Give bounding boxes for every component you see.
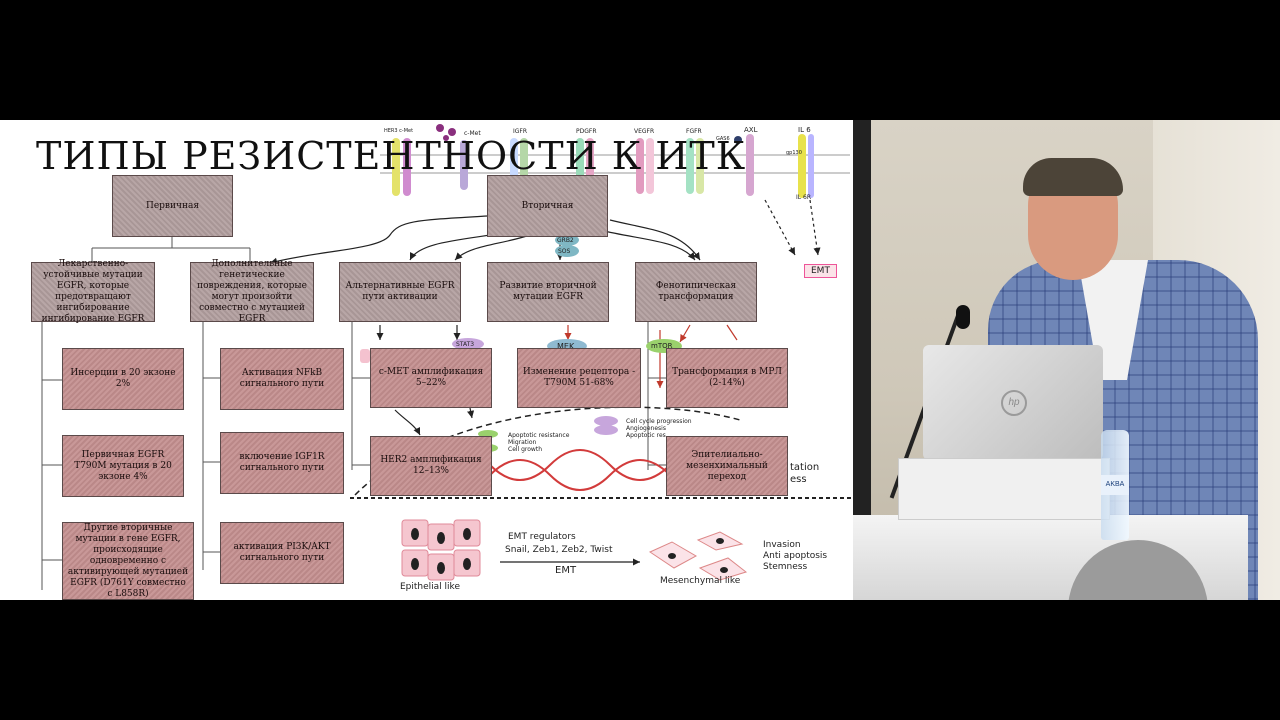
epithelial-cells — [401, 519, 481, 581]
mesenchymal-cells — [648, 531, 748, 581]
invasion-label: Invasion — [763, 540, 801, 550]
box-additional-lesions: Дополнительные генетические повреждения,… — [190, 259, 314, 324]
microphone — [956, 305, 970, 329]
mek-label: MEK — [557, 342, 575, 351]
box-sclc: Трансформация в МРЛ (2-14%) — [666, 348, 788, 408]
box-igf1r: включение IGF1R сигнального пути — [220, 432, 344, 494]
emt-regulators-list: Snail, Zeb1, Zeb2, Twist — [505, 545, 613, 555]
sos-label: SOS — [558, 248, 571, 255]
bottle-label: AKBA — [1101, 475, 1129, 495]
laptop-logo: hp — [1001, 390, 1027, 416]
box-cmet: c-MET амплификация 5–22% — [370, 348, 492, 408]
speaker-hair — [1023, 158, 1123, 196]
emt-regulators-label: EMT regulators — [508, 532, 576, 542]
receptor-label-il6: IL 6 — [798, 126, 811, 134]
diagram-connectors — [41, 124, 853, 590]
dna-helix — [489, 449, 671, 491]
anti-apoptosis-label: Anti apoptosis — [763, 551, 828, 561]
tree-lines — [41, 237, 666, 590]
cell-membrane — [380, 154, 850, 174]
angiogenesis-label: Angiogenesis — [626, 425, 666, 432]
grb2-label: GRB2 — [557, 237, 574, 244]
box-other-mutations: Другие вторичные мутации в гене EGFR, пр… — [62, 522, 194, 600]
gp130-label: gp130 — [786, 150, 802, 156]
epithelial-label: Epithelial like — [400, 582, 460, 592]
migration-label: Migration — [508, 439, 537, 446]
emt-badge: EMT — [804, 264, 837, 278]
receptor-label-gas6: GAS6 — [716, 136, 730, 142]
secondary-arrows — [269, 199, 821, 436]
growth-label: Cell growth — [508, 446, 542, 453]
receptor-label-fgfr: FGFR — [686, 128, 702, 135]
il6r-label: IL 6R — [796, 194, 812, 201]
tation-label: tation — [790, 462, 820, 473]
box-her2: HER2 амплификация 12–13% — [370, 436, 492, 496]
receptor-label-axl: AXL — [744, 126, 758, 134]
box-exon20-insertions: Инсерции в 20 экзоне 2% — [62, 348, 184, 410]
water-bottle: AKBA — [1101, 430, 1129, 540]
apoptotic2-label: Apoptotic res — [626, 432, 666, 439]
apoptotic-label: Apoptotic resistance — [508, 432, 570, 439]
box-secondary-mutation: Развитие вторичной мутации EGFR — [487, 262, 609, 322]
box-nfkb: Активация NFkB сигнального пути — [220, 348, 344, 410]
stat3-label: STAT3 — [456, 341, 475, 348]
box-primary: Первичная — [112, 175, 233, 237]
podium-stand — [898, 458, 1110, 520]
progression-label: Cell cycle progression — [626, 418, 692, 425]
receptor-label-igfr: IGFR — [513, 128, 528, 135]
slide-title: ТИПЫ РЕЗИСТЕНТНОСТИ К ИТК — [36, 134, 747, 178]
box-phenotypic-transformation: Фенотипическая трансформация — [635, 262, 757, 322]
receptor-label-pdgfr: PDGFR — [576, 128, 597, 135]
laptop-lid: hp — [923, 345, 1103, 460]
screen-edge — [853, 120, 871, 600]
ess-label: ess — [790, 474, 807, 485]
box-secondary: Вторичная — [487, 175, 608, 237]
receptor-label-vegfr: VEGFR — [634, 128, 655, 135]
speaker-video: hp AKBA — [853, 120, 1280, 600]
mesenchymal-label: Mesenchymal like — [660, 576, 741, 586]
box-t790m: Изменение рецептора - T790M 51-68% — [517, 348, 641, 408]
box-emt: Эпителиально-мезенхимальный переход — [666, 436, 788, 496]
box-alt-pathways: Альтернативные EGFR пути активации — [339, 262, 461, 322]
receptor-label-her3: HER3 c-Met — [384, 128, 414, 134]
presentation-slide: ТИПЫ РЕЗИСТЕНТНОСТИ К ИТК HER3 c-Met c-M… — [0, 120, 853, 600]
box-pi3k: активация PI3K/AKT сигнального пути — [220, 522, 344, 584]
signal-pills — [360, 234, 682, 452]
box-primary-t790m: Первичная EGFR T790M мутация в 20 экзоне… — [62, 435, 184, 497]
receptor-label-cmet: c-Met — [464, 130, 481, 137]
stemness-label: Stemness — [763, 562, 808, 572]
mtor-label: mTOR — [651, 342, 673, 350]
emt-arrow-label: EMT — [555, 565, 577, 576]
box-drug-resistant-mutations: Лекарственно-устойчивые мутации EGFR, ко… — [31, 259, 155, 324]
